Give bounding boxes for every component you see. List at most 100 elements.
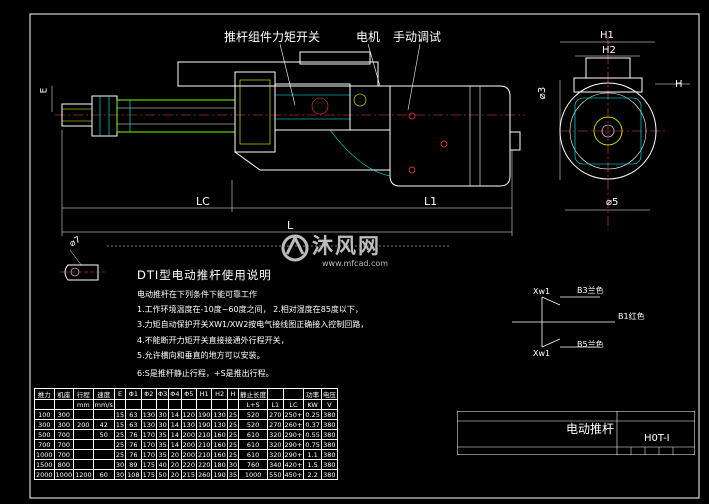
table-cell: 30 xyxy=(156,409,170,420)
table-cell: 40 xyxy=(156,459,170,470)
wiring-b3: B3兰色 xyxy=(577,286,604,295)
table-subheader-cell xyxy=(113,399,127,410)
table-header-cell: Φ2 xyxy=(140,388,158,400)
table-cell: 1000 xyxy=(53,469,75,480)
table-cell: 15 xyxy=(113,419,127,430)
table-cell: 550 xyxy=(267,469,284,480)
wiring-b5: B5兰色 xyxy=(577,340,604,349)
table-cell: 130 xyxy=(140,409,158,420)
table-subheader-cell: L1 xyxy=(267,399,284,410)
actuator-side-view xyxy=(51,43,525,236)
title-block-code: H0T-Ⅰ xyxy=(644,433,670,444)
table-cell: 35 xyxy=(156,429,170,440)
table-cell: 700 xyxy=(53,429,75,440)
table-cell: 25 xyxy=(113,449,127,460)
sheet-border xyxy=(29,13,700,499)
table-cell: 20 xyxy=(168,459,182,470)
notes-line-2: 3.力矩自动保护开关XW1/XW2按电气接线图正确接入控制回路， xyxy=(137,320,369,329)
table-cell: 160 xyxy=(211,439,228,450)
table-cell: 760 xyxy=(238,459,269,470)
table-cell xyxy=(92,439,115,450)
table-cell: 215 xyxy=(180,469,197,480)
table-subheader-cell xyxy=(211,399,228,410)
table-cell: 160 xyxy=(211,449,228,460)
table-header-cell: Φ5 xyxy=(180,388,197,400)
table-header-cell: 推力 xyxy=(34,388,55,400)
table-cell: 200 xyxy=(180,449,197,460)
table-cell: 1500 xyxy=(34,459,55,470)
table-cell: 800 xyxy=(53,459,75,470)
notes-heading: DTⅠ型电动推杆使用说明 xyxy=(137,268,272,282)
table-cell: 380 xyxy=(320,459,338,470)
table-cell: 210 xyxy=(195,429,213,440)
dim-phi3: ⌀3 xyxy=(537,86,549,100)
table-cell: 1.5 xyxy=(303,459,322,470)
table-cell xyxy=(92,459,115,470)
table-cell: 170 xyxy=(140,439,158,450)
callout-motor: 电机 xyxy=(356,30,381,44)
table-cell: 60 xyxy=(92,469,115,480)
table-cell: 14 xyxy=(168,429,182,440)
table-cell: 63 xyxy=(125,409,142,420)
table-subheader-cell xyxy=(140,399,158,410)
callout-manual-test: 手动调试 xyxy=(393,30,442,44)
table-cell: 30 xyxy=(226,459,240,470)
table-cell xyxy=(92,409,115,420)
table-cell: 50 xyxy=(92,429,115,440)
table-cell: 170 xyxy=(140,429,158,440)
table-cell: 320 xyxy=(267,449,284,460)
table-cell: 170 xyxy=(140,449,158,460)
table-subheader-cell: mm/s xyxy=(92,399,115,410)
table-subheader-cell xyxy=(180,399,197,410)
table-cell: 76 xyxy=(125,429,142,440)
table-cell: 380 xyxy=(320,439,338,450)
table-cell: 130 xyxy=(180,419,197,430)
table-cell: 42 xyxy=(92,419,115,430)
table-subheader-cell: KW xyxy=(303,399,322,410)
table-subheader-cell xyxy=(34,399,55,410)
table-cell: 190 xyxy=(195,409,213,420)
watermark-brand: 沐风网 xyxy=(312,234,381,258)
actuator-end-view xyxy=(559,36,690,230)
table-cell: 220 xyxy=(180,459,197,470)
dim-lc: LC xyxy=(196,195,210,208)
table-cell: 20 xyxy=(168,469,182,480)
table-header-cell: 功率 xyxy=(303,388,322,400)
table-header-cell: H2 xyxy=(211,388,228,400)
table-cell: 2.2 xyxy=(303,469,322,480)
table-cell: 108 xyxy=(125,469,142,480)
table-cell: 270 xyxy=(267,419,284,430)
table-cell: 63 xyxy=(125,419,142,430)
table-cell: 1.1 xyxy=(303,449,322,460)
table-cell: 610 xyxy=(238,439,269,450)
wiring-xw1-top: Xw1 xyxy=(533,287,551,296)
table-cell: 340 xyxy=(267,459,284,470)
table-cell: 15 xyxy=(113,409,127,420)
table-cell: 25 xyxy=(113,429,127,440)
table-cell xyxy=(92,449,115,460)
table-cell: 30 xyxy=(113,459,127,470)
table-cell: 320 xyxy=(267,439,284,450)
notes-subheading: 电动推杆在下列条件下能可靠工作 xyxy=(137,290,257,299)
table-cell: 14 xyxy=(168,419,182,430)
table-cell: 300 xyxy=(53,409,75,420)
rod-eye-detail xyxy=(60,249,105,281)
table-header-cell xyxy=(282,388,305,400)
table-cell: 30 xyxy=(113,469,127,480)
table-cell: 25 xyxy=(226,429,240,440)
table-cell: 35 xyxy=(156,449,170,460)
table-header-cell: 机座 xyxy=(53,388,75,400)
table-cell: 2000 xyxy=(34,469,55,480)
table-cell: 25 xyxy=(226,439,240,450)
table-cell: 89 xyxy=(125,459,142,470)
table-cell: 380 xyxy=(320,469,338,480)
table-cell: 520 xyxy=(238,409,269,420)
table-cell: 76 xyxy=(125,439,142,450)
table-header-cell: 行程 xyxy=(73,388,94,400)
